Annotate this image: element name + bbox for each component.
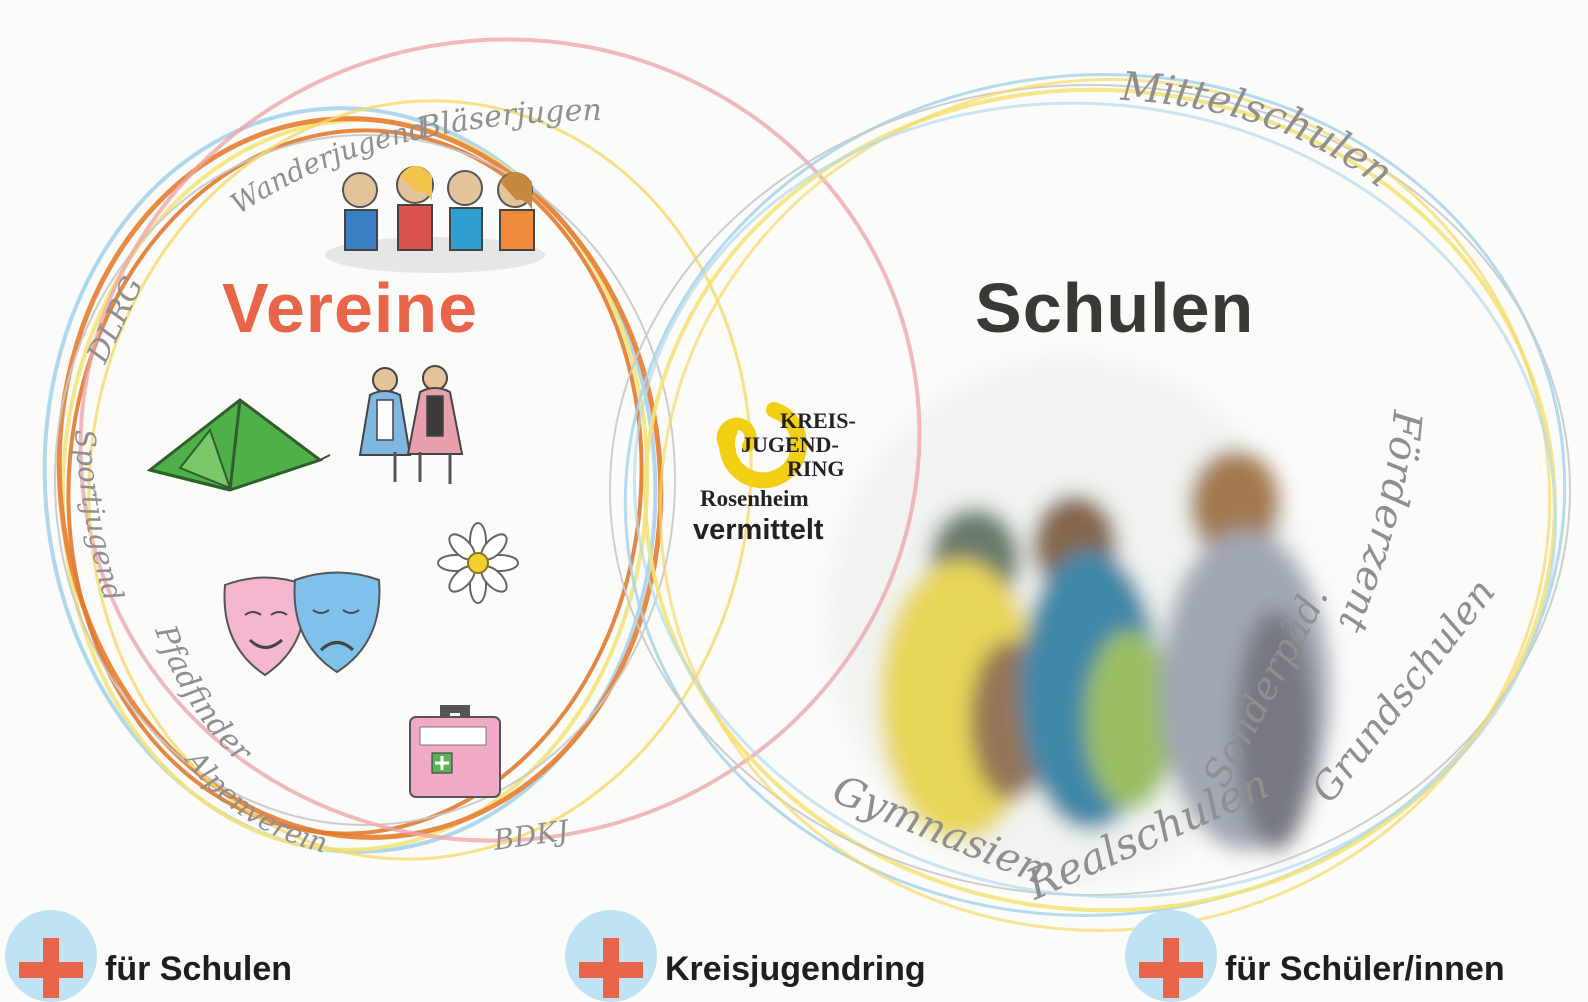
footer-label: für Schüler/innen bbox=[1225, 950, 1505, 988]
svg-text:Mittelschulen: Mittelschulen bbox=[1118, 64, 1401, 197]
students-photo bbox=[830, 360, 1330, 880]
footer-label: für Schulen bbox=[105, 950, 293, 988]
dancers-illustration bbox=[358, 365, 464, 484]
theatre-masks-illustration bbox=[223, 571, 381, 677]
logo-line3: RING bbox=[787, 456, 845, 481]
logo-caption: vermittelt bbox=[693, 514, 824, 546]
right-circle bbox=[609, 73, 1571, 932]
footer-label: Kreisjugendring bbox=[665, 950, 926, 988]
plus-icon bbox=[565, 910, 657, 1002]
first-aid-kit-illustration bbox=[409, 705, 501, 798]
logo-spiral-icon bbox=[716, 402, 808, 489]
title-vereine: Vereine bbox=[222, 269, 479, 347]
label-mittelschulen: Mittelschulen bbox=[1118, 64, 1401, 197]
plus-icon bbox=[5, 910, 97, 1002]
logo-line2: JUGEND- bbox=[741, 432, 839, 457]
logo-city: Rosenheim bbox=[700, 486, 809, 511]
title-schulen: Schulen bbox=[975, 269, 1255, 347]
edelweiss-illustration bbox=[437, 522, 519, 604]
logo-line1: KREIS- bbox=[780, 408, 856, 433]
band-illustration bbox=[325, 166, 545, 273]
label-bdkj: BDKJ bbox=[490, 814, 572, 858]
tent-illustration bbox=[146, 398, 331, 492]
plus-icon bbox=[1125, 910, 1217, 1002]
left-circle bbox=[42, 37, 922, 861]
